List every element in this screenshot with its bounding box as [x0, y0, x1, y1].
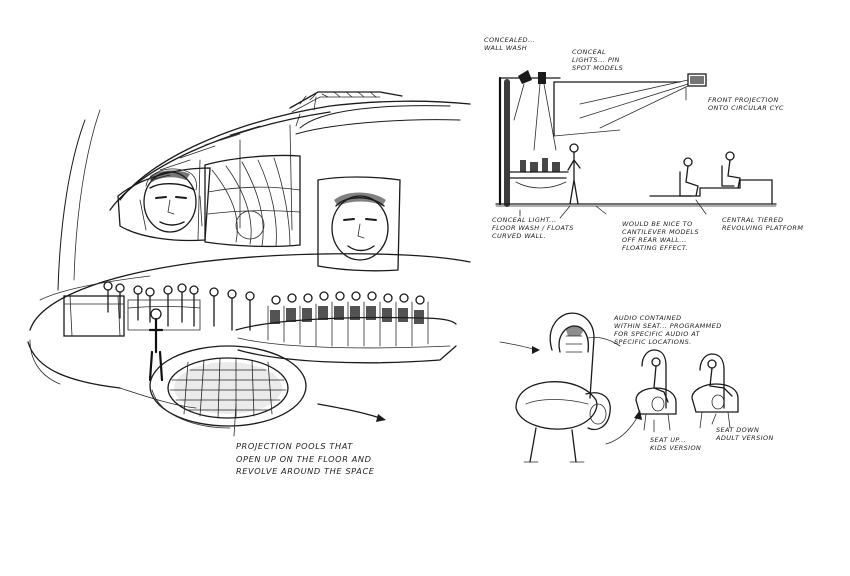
leader-line-pools [233, 403, 237, 437]
face-screen-left [117, 167, 211, 242]
seat-detail-small [605, 349, 739, 445]
label-front-projection: FRONT PROJECTION ONTO CIRCULAR CYC [708, 96, 784, 112]
label-central-tiered-platform: CENTRAL TIERED REVOLVING PLATFORM [722, 216, 804, 232]
label-conceal-lights: CONCEAL LIGHTS... PIN SPOT MODELS [572, 48, 624, 72]
label-projection-pools: PROJECTION POOLS THAT OPEN UP ON THE FLO… [236, 441, 375, 476]
standing-crowd [63, 281, 255, 382]
label-audio-contained: AUDIO CONTAINED WITHIN SEAT... PROGRAMME… [614, 314, 722, 346]
upper-ring [109, 100, 471, 241]
label-cantilever-models: WOULD BE NICE TO CANTILEVER MODELS OFF R… [622, 220, 699, 252]
theatre-perspective-sketch [27, 91, 471, 437]
label-concealed-wall-wash: CONCEALED... WALL WASH [484, 36, 536, 52]
projection-pool [149, 345, 307, 429]
seat-detail-large [515, 312, 621, 463]
curved-floor-ring [27, 109, 471, 389]
face-screen-right [317, 176, 401, 272]
connector-arrow-icon [499, 341, 537, 351]
ceiling-truss [289, 91, 403, 127]
label-seat-up-kids: SEAT UP... KIDS VERSION [650, 436, 702, 452]
label-seat-down-adult: SEAT DOWN ADULT VERSION [716, 426, 774, 442]
rotation-arrow-icon [317, 403, 381, 419]
section-diagram [495, 70, 777, 219]
label-conceal-light-floor-wash: CONCEAL LIGHT... FLOOR WASH / FLOATS CUR… [492, 216, 574, 240]
revolving-seat-platform [235, 291, 457, 364]
face-screen-center [204, 154, 301, 248]
